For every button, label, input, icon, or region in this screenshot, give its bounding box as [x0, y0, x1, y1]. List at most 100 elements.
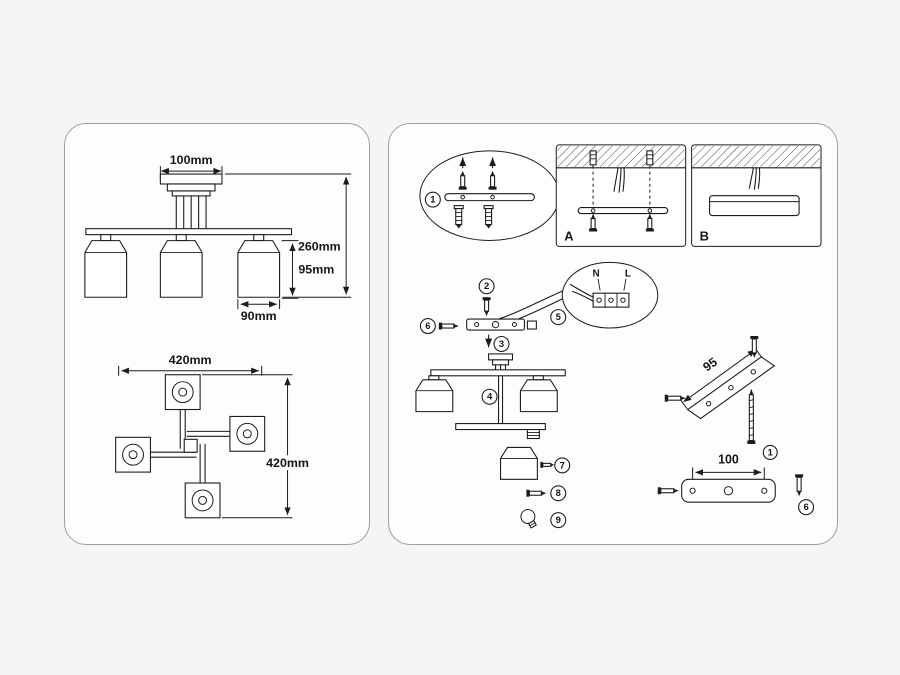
screw-icon — [438, 322, 459, 330]
step-2-badge: 2 — [478, 278, 495, 295]
angled-bracket: 95 — [664, 335, 778, 460]
upper-arm-bar — [430, 369, 566, 377]
step-6-label: 6 — [425, 321, 430, 332]
step-6-group: 6 — [419, 318, 459, 335]
dim-top-view-depth: 420mm — [202, 374, 312, 519]
shade-cup — [499, 446, 538, 480]
screw-icon — [664, 394, 686, 402]
option-a-label: A — [564, 228, 573, 243]
step-6-badge: 6 — [798, 499, 815, 516]
center-hub — [183, 438, 198, 453]
wall-anchor-icon — [589, 150, 597, 166]
live-label: L — [625, 268, 631, 279]
assembly-drawing: 1 — [415, 144, 822, 529]
step-1-badge: 1 — [424, 191, 441, 208]
mounting-strip — [444, 193, 535, 202]
canopy-plate — [708, 195, 800, 217]
wall-anchor-icon — [453, 205, 464, 229]
dim-label-bracket-100: 100 — [718, 452, 739, 466]
screw-icon — [540, 461, 555, 468]
step-4-label: 4 — [487, 392, 493, 403]
screw-icon — [488, 170, 497, 190]
dimensions-panel: 100mm — [64, 123, 370, 545]
shade-left — [84, 234, 128, 298]
long-screw-icon — [747, 388, 756, 444]
step-7-group: 7 — [499, 446, 571, 480]
shade-cup — [237, 240, 281, 298]
shade-cup — [159, 240, 203, 298]
shade-cup — [415, 379, 454, 413]
screw-icon — [645, 213, 654, 232]
screw-icon — [657, 487, 679, 495]
screw-icon — [750, 335, 759, 358]
mounting-strip — [577, 207, 669, 215]
terminal-detail: N L 5 — [550, 261, 659, 329]
step-9-group: 9 — [520, 509, 567, 529]
step-6-badge: 6 — [419, 318, 436, 335]
step-7-label: 7 — [560, 460, 565, 471]
bracket-step-1-label: 1 — [768, 447, 773, 458]
dimensions-drawing: 100mm — [84, 153, 352, 519]
ceiling-wires — [748, 167, 761, 190]
ceiling-hatch — [557, 145, 685, 167]
neutral-label: N — [592, 268, 599, 279]
flat-bracket-step-6-label: 6 — [803, 502, 808, 513]
dim-total-height: 260mm — [224, 173, 352, 298]
ceiling-wires — [613, 167, 625, 193]
dim-label-canopy-width: 100mm — [170, 153, 213, 167]
lower-arm-bar — [455, 423, 546, 431]
plan-shade-left — [115, 436, 151, 473]
step-1-label: 1 — [430, 195, 435, 206]
ceiling-hatch — [692, 145, 821, 167]
dim-label-total-height: 260mm — [298, 240, 341, 254]
front-view: 100mm — [84, 153, 352, 323]
plan-shade-top — [164, 374, 201, 411]
wall-anchor-icon — [483, 205, 494, 229]
mounting-option-a: A — [555, 144, 687, 247]
cross-arms — [149, 408, 231, 484]
shade-center — [159, 234, 203, 298]
option-b-label: B — [700, 228, 709, 243]
connector-block — [526, 320, 537, 330]
screw-icon — [795, 474, 804, 497]
step-3-group: 3 — [485, 334, 510, 352]
plan-shade-right — [229, 415, 266, 452]
step-9-label: 9 — [556, 515, 561, 526]
plan-shade-bottom — [184, 482, 221, 519]
shade-cup — [519, 379, 558, 413]
chandelier-body: 4 — [415, 353, 566, 440]
shade-cup — [84, 240, 128, 298]
step-9-badge: 9 — [550, 512, 567, 529]
step-8-label: 8 — [556, 488, 561, 499]
dim-label-shade-height: 95mm — [298, 262, 334, 276]
dim-top-view-width: 420mm — [118, 353, 263, 376]
fixture-arm-bar — [85, 228, 293, 236]
dim-label-shade-width: 90mm — [241, 309, 277, 323]
hardware-detail-oval: 1 — [419, 150, 560, 241]
shade-right — [237, 234, 281, 298]
assembly-panel: 1 — [388, 123, 838, 545]
step-2-group: 2 — [478, 278, 495, 317]
dim-shade-height: 95mm — [281, 240, 334, 299]
step-5-badge: 5 — [550, 309, 567, 326]
screw-icon — [482, 297, 491, 317]
top-view: 420mm — [115, 353, 312, 519]
step-2-label: 2 — [484, 281, 489, 292]
ceiling-plate — [466, 318, 537, 331]
dim-label-depth: 420mm — [266, 456, 309, 470]
step-8-group: 8 — [526, 485, 567, 502]
step-7-badge: 7 — [554, 457, 571, 474]
canopy — [159, 173, 223, 230]
step-4-badge: 4 — [481, 388, 498, 405]
lamp-socket — [526, 428, 540, 440]
dim-label-width: 420mm — [169, 353, 212, 367]
screw-icon — [589, 213, 598, 232]
step-3-badge: 3 — [493, 335, 510, 352]
shade-left — [415, 375, 454, 413]
dim-shade-width: 90mm — [237, 299, 281, 323]
step-8-badge: 8 — [550, 485, 567, 502]
step-5-label: 5 — [556, 312, 561, 323]
step-1-badge: 1 — [762, 444, 778, 460]
wall-anchor-icon — [646, 150, 654, 166]
